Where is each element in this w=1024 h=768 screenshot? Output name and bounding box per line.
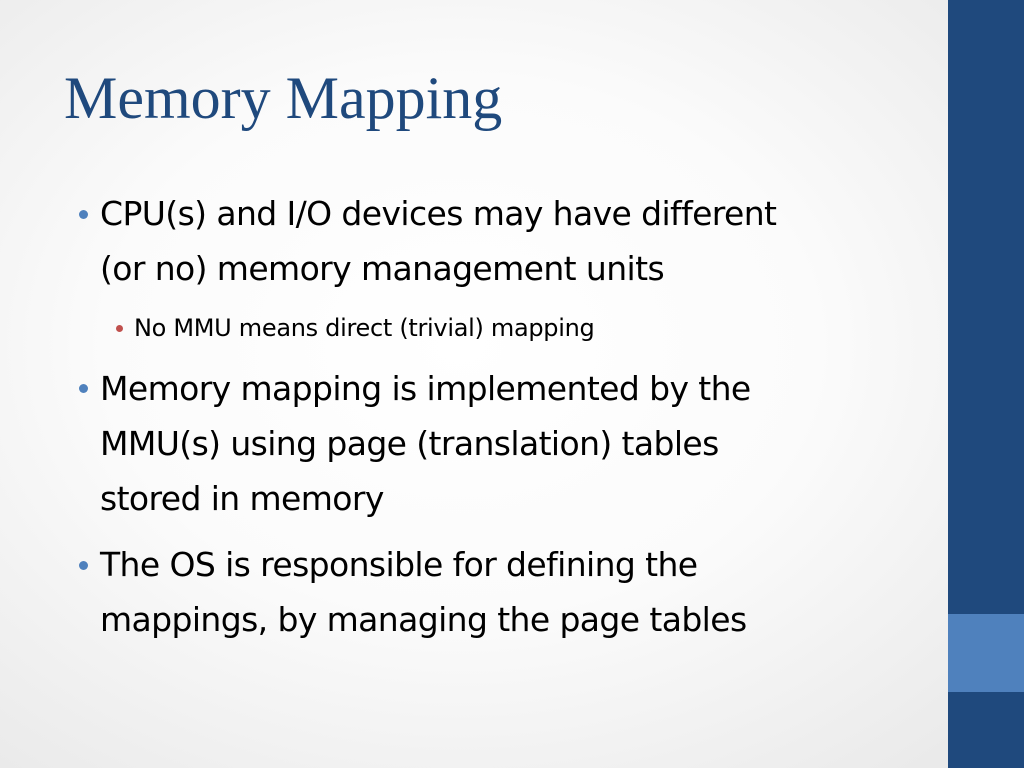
slide-content: CPU(s) and I/O devices may have differen… <box>79 194 777 639</box>
bullet-3-line-1: The OS is responsible for defining the <box>100 545 698 584</box>
sub-bullet-1-line-1: No MMU means direct (trivial) mapping <box>134 314 595 342</box>
bullet-1-line-1: CPU(s) and I/O devices may have differen… <box>100 194 777 233</box>
bullet-marker <box>79 384 88 393</box>
bullet-2-line-1: Memory mapping is implemented by the <box>100 369 751 408</box>
bullet-marker <box>79 210 88 219</box>
bullet-marker <box>79 561 88 570</box>
bullet-1-line-2: (or no) memory management units <box>100 249 665 288</box>
bullet-3-line-2: mappings, by managing the page tables <box>100 600 747 639</box>
slide-title: Memory Mapping <box>64 65 503 131</box>
bullet-2-line-3: stored in memory <box>100 479 384 518</box>
bullet-2-line-2: MMU(s) using page (translation) tables <box>100 424 719 463</box>
sub-bullet-marker <box>116 325 123 332</box>
side-band-accent <box>948 614 1024 692</box>
